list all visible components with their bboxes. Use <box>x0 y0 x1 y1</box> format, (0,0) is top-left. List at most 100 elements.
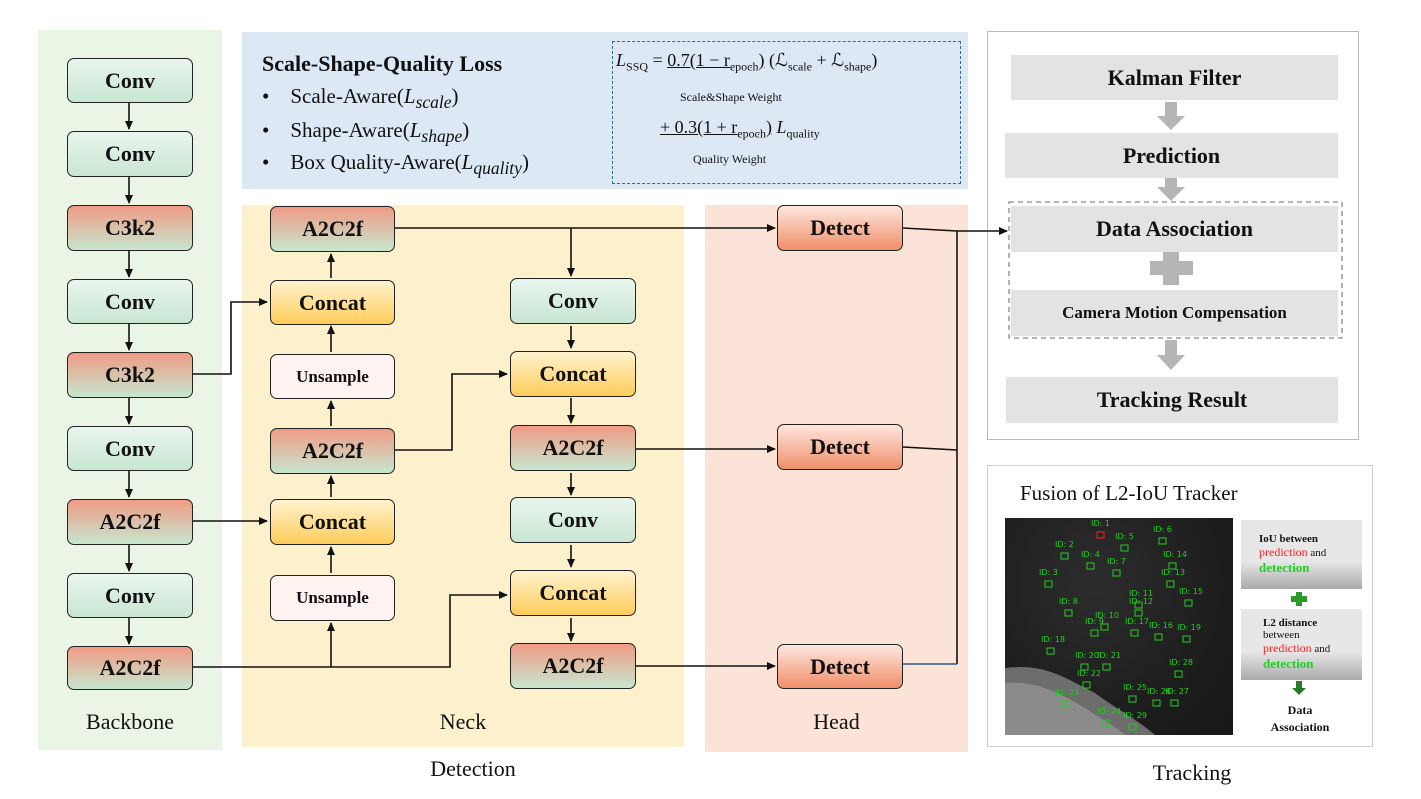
track-id-label: ID: 2 <box>1055 540 1074 549</box>
da-text-2: Association <box>1270 720 1330 734</box>
track-id-label: ID: 16 <box>1149 621 1173 630</box>
da-text-1: Data <box>1287 703 1313 717</box>
l2-text-and: and <box>1311 643 1331 655</box>
loss-equation-box <box>612 41 961 184</box>
bullet-dot: • <box>262 150 291 174</box>
prediction-bar: Prediction <box>1005 133 1338 178</box>
track-bbox <box>1060 552 1069 560</box>
head-label: Head <box>813 709 860 734</box>
loss-item-quality: • Box Quality-Aware(Lquality) <box>262 150 529 179</box>
track-id-label: ID: 8 <box>1059 597 1078 606</box>
track-bbox <box>1154 633 1163 641</box>
backbone-conv-2: Conv <box>67 131 193 177</box>
l2-distance-box: L2 distance between prediction and detec… <box>1241 609 1362 680</box>
iou-text-prediction: prediction <box>1259 545 1308 559</box>
track-bbox <box>1100 623 1109 631</box>
frame-overlay <box>1005 667 1155 735</box>
backbone-c3k2-1: C3k2 <box>67 205 193 251</box>
track-id-label: ID: 20 <box>1075 651 1099 660</box>
fusion-title: Fusion of L2-IoU Tracker <box>1020 481 1238 505</box>
l2-text-detection: detection <box>1263 656 1314 671</box>
track-id-label: ID: 12 <box>1129 597 1153 606</box>
track-id-label: ID: 11 <box>1129 589 1153 598</box>
l2-text-2: between <box>1263 629 1300 641</box>
track-bbox <box>1064 609 1073 617</box>
loss-item-scale: • Scale-Aware(Lscale) <box>262 84 459 113</box>
track-id-label: ID: 19 <box>1177 623 1201 632</box>
track-id-label: ID: 15 <box>1179 587 1203 596</box>
track-id-label: ID: 9 <box>1085 617 1104 626</box>
track-id-label: ID: 14 <box>1163 550 1187 559</box>
track-bbox <box>1134 609 1143 617</box>
green-plus-icon <box>1291 592 1307 606</box>
neck-conv-2: Conv <box>510 497 636 543</box>
track-bbox <box>1120 544 1129 552</box>
iou-text-1: IoU between <box>1259 533 1318 545</box>
track-bbox <box>1090 629 1099 637</box>
l2-text-prediction: prediction <box>1263 641 1312 655</box>
green-down-arrow-icon <box>1292 681 1306 695</box>
neck-a2c2f-right-2: A2C2f <box>510 643 636 689</box>
track-bbox <box>1170 699 1179 707</box>
track-bbox <box>1158 537 1167 545</box>
track-bbox <box>1102 663 1111 671</box>
track-id-label: ID: 18 <box>1041 635 1065 644</box>
loss-equation-line-1: LSSQ = 0.7(1 − repoch) (ℒscale + ℒshape) <box>616 50 878 74</box>
loss-brace-label-1: Scale&Shape Weight <box>680 90 782 104</box>
camera-motion-compensation-bar: Camera Motion Compensation <box>1011 290 1338 336</box>
track-id-label: ID: 13 <box>1161 568 1185 577</box>
neck-a2c2f-mid: A2C2f <box>270 428 395 474</box>
track-id-label: ID: 17 <box>1125 617 1149 626</box>
backbone-conv-3: Conv <box>67 279 193 324</box>
track-bbox <box>1082 681 1091 689</box>
iou-text-and: and <box>1307 547 1327 559</box>
neck-label: Neck <box>439 709 487 734</box>
track-id-label: ID: 1 <box>1091 519 1110 528</box>
track-bbox <box>1168 562 1177 570</box>
data-association-bar: Data Association <box>1011 206 1338 252</box>
neck-unsample-1: Unsample <box>270 354 395 399</box>
track-bbox <box>1182 635 1191 643</box>
bullet-dot: • <box>262 118 291 142</box>
track-bbox <box>1086 562 1095 570</box>
tracking-label: Tracking <box>1152 760 1232 785</box>
neck-conv-1: Conv <box>510 278 636 324</box>
loss-brace-label-2: Quality Weight <box>693 152 767 166</box>
loss-title: Scale-Shape-Quality Loss <box>262 51 503 76</box>
track-bbox <box>1134 601 1143 609</box>
track-id-label: ID: 29 <box>1123 711 1147 720</box>
loss-item-shape: • Shape-Aware(Lshape) <box>262 118 470 147</box>
neck-concat-3: Concat <box>510 351 636 397</box>
track-bbox <box>1174 670 1183 678</box>
track-bbox <box>1152 699 1161 707</box>
track-bbox <box>1102 719 1111 727</box>
iou-between-box: IoU between prediction and detection <box>1241 520 1362 589</box>
track-id-label: ID: 22 <box>1077 669 1101 678</box>
track-bbox <box>1112 569 1121 577</box>
iou-text-detection: detection <box>1259 560 1310 575</box>
track-id-label: ID: 3 <box>1039 568 1058 577</box>
track-id-label: ID: 5 <box>1115 532 1134 541</box>
loss-panel <box>242 32 968 189</box>
l2-text-1: L2 distance <box>1263 617 1318 629</box>
bullet-dot: • <box>262 84 291 108</box>
kalman-filter-bar: Kalman Filter <box>1011 55 1338 100</box>
track-id-label: ID: 6 <box>1153 525 1172 534</box>
track-id-label: ID: 27 <box>1165 687 1189 696</box>
loss-equation-line-2: + 0.3(1 + repoch) Lquality <box>660 117 820 141</box>
backbone-conv-4: Conv <box>67 426 193 471</box>
track-bbox <box>1130 629 1139 637</box>
track-id-label: ID: 7 <box>1107 557 1126 566</box>
track-id-label: ID: 23 <box>1055 688 1079 697</box>
neck-unsample-2: Unsample <box>270 575 395 621</box>
track-bbox <box>1128 695 1137 703</box>
tracking-frame-image <box>1005 518 1233 735</box>
data-association-caption: Data Association <box>1250 702 1350 736</box>
track-id-label: ID: 24 <box>1097 707 1121 716</box>
tracking-result-bar: Tracking Result <box>1006 377 1338 423</box>
neck-concat-1: Concat <box>270 280 395 325</box>
track-id-label: ID: 25 <box>1123 683 1147 692</box>
neck-a2c2f-top: A2C2f <box>270 206 395 252</box>
